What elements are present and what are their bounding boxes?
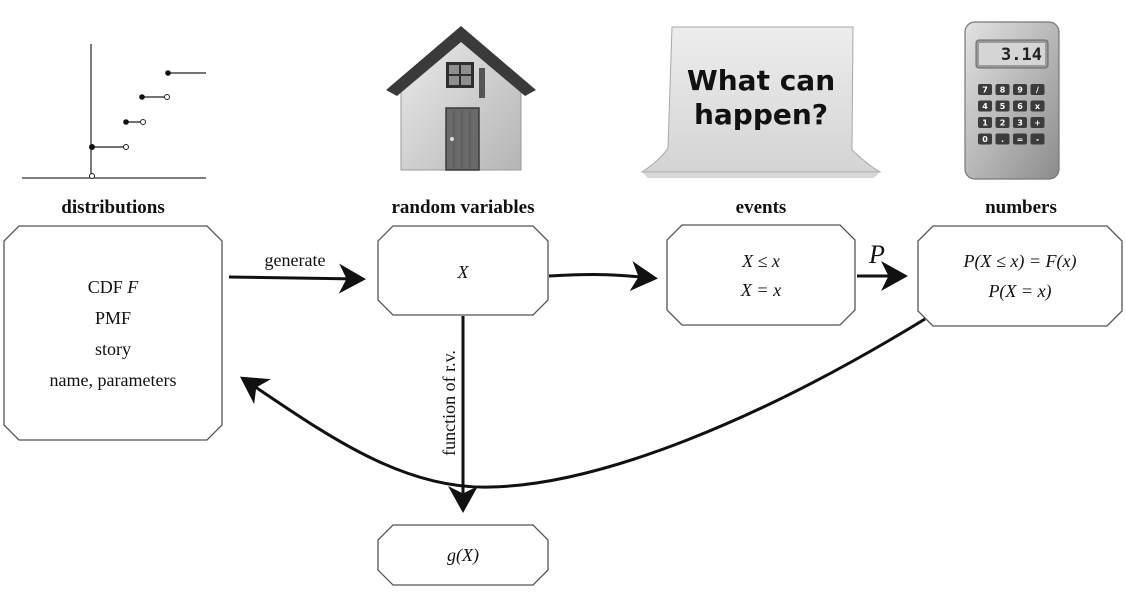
house-illustration: [386, 26, 536, 171]
calculator-display: 3.14: [1001, 45, 1042, 65]
events-box: [666, 224, 856, 326]
heading-distributions: distributions: [61, 197, 164, 218]
numbers-pmf-label: P(X = x): [987, 281, 1051, 302]
calculator-key: [1013, 117, 1027, 128]
calculator-key: [1013, 133, 1027, 145]
calculator-key: [995, 133, 1010, 145]
calculator-key-label: x: [1035, 102, 1041, 111]
calculator-key: [978, 117, 992, 128]
calculator-key-label: 2: [1000, 118, 1006, 127]
calculator-keypad: 7 8 9 / 4 5 6 x 1 2 3 +0. = -: [978, 84, 1045, 145]
calculator-key-label: /: [1036, 85, 1039, 94]
distributions-cdf-label: CDF F: [88, 277, 140, 297]
function-of-rv-label: function of r.v.: [439, 350, 459, 456]
distributions-box: [3, 225, 223, 441]
note-line-1: What can: [687, 64, 835, 97]
note-line-2: happen?: [694, 98, 828, 131]
step-cdf-illustration: [22, 44, 206, 179]
generate-arrow: [228, 263, 366, 294]
heading-events: events: [736, 197, 787, 218]
calculator-key: [995, 84, 1010, 95]
heading-numbers: numbers: [985, 197, 1057, 218]
function-label: g(X): [447, 545, 479, 566]
calculator-key-label: =: [1017, 135, 1024, 144]
calculator-key: [1013, 100, 1027, 112]
heading-random-variables: random variables: [391, 197, 534, 218]
distributions-story-label: story: [95, 339, 131, 359]
calculator-key: [1030, 133, 1045, 145]
numbers-cdf-label: P(X ≤ x) = F(x): [963, 251, 1077, 272]
calculator-key: [1030, 84, 1045, 95]
calculator-key-label: 5: [1000, 102, 1006, 111]
calculator-illustration: 3.14 7 8 9 / 4 5 6 x 1 2 3 +0. = -: [964, 21, 1060, 180]
calculator-key-label: 1: [982, 118, 988, 127]
calculator-key-label: 6: [1017, 102, 1023, 111]
numbers-to-distributions-arrow: [240, 317, 926, 489]
calculator-key: [978, 133, 992, 145]
calculator-key: [1030, 100, 1045, 112]
distributions-pmf-label: PMF: [95, 308, 131, 328]
event-eq-label: X = x: [740, 280, 781, 300]
random-variable-box: [377, 225, 549, 316]
numbers-box: [917, 225, 1123, 327]
calculator-key-label: +: [1034, 118, 1041, 127]
random-variable-label: X: [457, 262, 470, 282]
calculator-key-label: 9: [1017, 85, 1023, 94]
calculator-key: [995, 100, 1010, 112]
calculator-key: [978, 100, 992, 112]
function-box: [377, 524, 549, 586]
calculator-key-label: 0: [982, 135, 988, 144]
calculator-key: [1030, 117, 1045, 128]
generate-label: generate: [265, 250, 326, 270]
rv-to-events-arrow: [548, 261, 658, 291]
calculator-key-label: 3: [1017, 118, 1023, 127]
calculator-key-label: 8: [1000, 85, 1006, 94]
calculator-key: [995, 117, 1010, 128]
sticky-note-illustration: What can happen?: [640, 26, 882, 178]
probability-label: P: [868, 240, 885, 269]
calculator-key: [978, 84, 992, 95]
distributions-name-label: name, parameters: [50, 370, 177, 390]
event-leq-label: X ≤ x: [741, 251, 780, 271]
calculator-key-label: .: [1001, 135, 1004, 144]
calculator-key: [1013, 84, 1027, 95]
calculator-key-label: -: [1036, 135, 1039, 144]
calculator-key-label: 4: [982, 102, 988, 111]
calculator-key-label: 7: [982, 85, 988, 94]
